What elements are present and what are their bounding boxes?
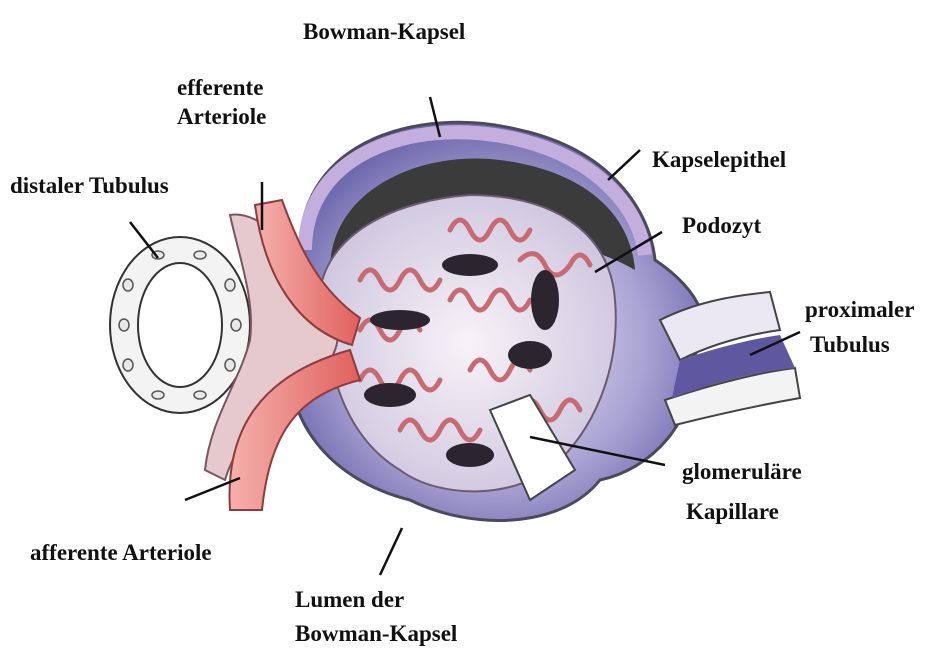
label-tubulus: Tubulus xyxy=(810,331,890,359)
proximal-tubulus xyxy=(660,292,800,425)
label-podozyt: Podozyt xyxy=(682,212,761,240)
label-proximaler: proximaler xyxy=(805,296,914,324)
label-kapillare: Kapillare xyxy=(686,498,779,526)
label-lumen-bowman-kapsel: Bowman-Kapsel xyxy=(295,620,457,648)
distal-tubulus xyxy=(110,237,250,413)
label-afferente-arteriole: afferente Arteriole xyxy=(30,539,212,567)
label-glomerulaere: glomeruläre xyxy=(682,458,802,486)
label-arteriole: Arteriole xyxy=(177,103,266,131)
label-kapselepithel: Kapselepithel xyxy=(652,146,786,174)
label-lumen-der: Lumen der xyxy=(295,586,404,614)
label-efferente: efferente xyxy=(177,74,263,102)
label-distaler-tubulus: distaler Tubulus xyxy=(10,172,169,200)
label-bowman-kapsel: Bowman-Kapsel xyxy=(303,18,465,46)
